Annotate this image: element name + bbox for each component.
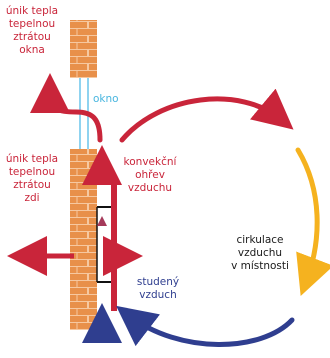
air-circulation-label-line: v místnosti [231,260,289,272]
convective-heating-label-line: konvekční [123,156,177,168]
heat-loss-window-label-line: ztrátou [13,31,51,43]
cold-air-label-line: studený [136,276,180,288]
cold-air-label-line: vzduch [139,289,177,301]
heat-loss-wall-label-line: zdi [24,192,40,204]
cold-air-label: studený vzduch [130,276,186,302]
lower-brick-wall [70,149,97,330]
heat-loss-window-label-line: okna [19,44,45,56]
heat-loss-window-label: únik tepla tepelnou ztrátou okna [0,5,64,57]
circulation-red-arc [119,88,294,143]
air-circulation-label-line: vzduchu [237,247,283,259]
heat-loss-wall-label-line: tepelnou [8,166,56,178]
circulation-orange-arc [295,147,330,297]
heat-loss-wall-label: únik tepla tepelnou ztrátou zdi [0,153,64,205]
heat-loss-window-arrow [30,73,103,143]
rising-mixed-air-arrowhead [97,216,107,226]
heat-loss-window-label-line: tepelnou [8,18,56,30]
convective-heating-label-line: ohřev [135,169,165,181]
air-circulation-label: cirkulace vzduchu v místnosti [222,234,298,273]
heat-loss-wall-label-line: únik tepla [5,153,59,165]
convective-heating-label: konvekční ohřev vzduchu [120,156,180,195]
air-circulation-label-line: cirkulace [236,234,284,246]
convective-heating-label-line: vzduchu [127,182,173,194]
circulation-blue-arc [116,305,295,347]
window-label: okno [93,93,119,105]
heat-loss-wall-label-line: ztrátou [13,179,51,191]
heat-loss-window-label-line: únik tepla [5,5,59,17]
upper-brick-wall [70,20,97,78]
